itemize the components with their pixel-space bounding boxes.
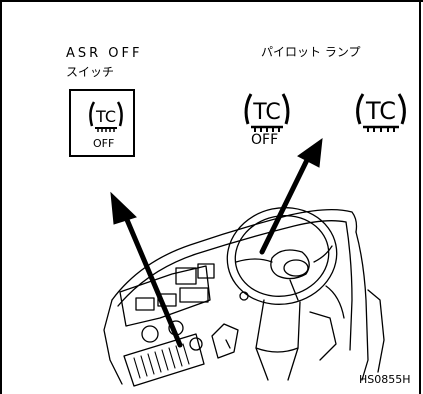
asr-off-switch (69, 89, 135, 157)
tc-off-lamp-icon: TC (244, 93, 290, 132)
steering-wheel-inner (234, 215, 330, 297)
pilot-lamp-label: パイロット ランプ (261, 45, 361, 59)
pilot-off-text: OFF (251, 132, 279, 148)
switch-off-text: OFF (93, 137, 115, 150)
asr-off-label: ASR OFF (66, 46, 143, 61)
right-console (355, 231, 369, 381)
switch-label: スイッチ (66, 65, 115, 79)
left-panel (103, 299, 123, 385)
arrow-to-switch (110, 191, 183, 348)
tc-lamp-icon: TC (356, 93, 406, 132)
tc-off-switch-icon: TC (89, 101, 123, 132)
steering-wheel-outer (226, 207, 338, 305)
frame-top-border (0, 0, 423, 2)
tc-lamp-off-text: TC (252, 100, 281, 125)
frame-right-border (419, 0, 421, 394)
steering-column (255, 299, 269, 381)
dashboard-top-edge (111, 208, 358, 301)
figure-code-label: HS0855H (359, 373, 411, 386)
lower-switch-panel (123, 333, 205, 387)
steering-hub (270, 249, 310, 280)
arrow-to-pilot-lamp (259, 137, 323, 255)
tc-lamp-text: TC (365, 97, 396, 125)
tc-switch-text: TC (95, 107, 116, 126)
frame-left-border (0, 0, 2, 394)
